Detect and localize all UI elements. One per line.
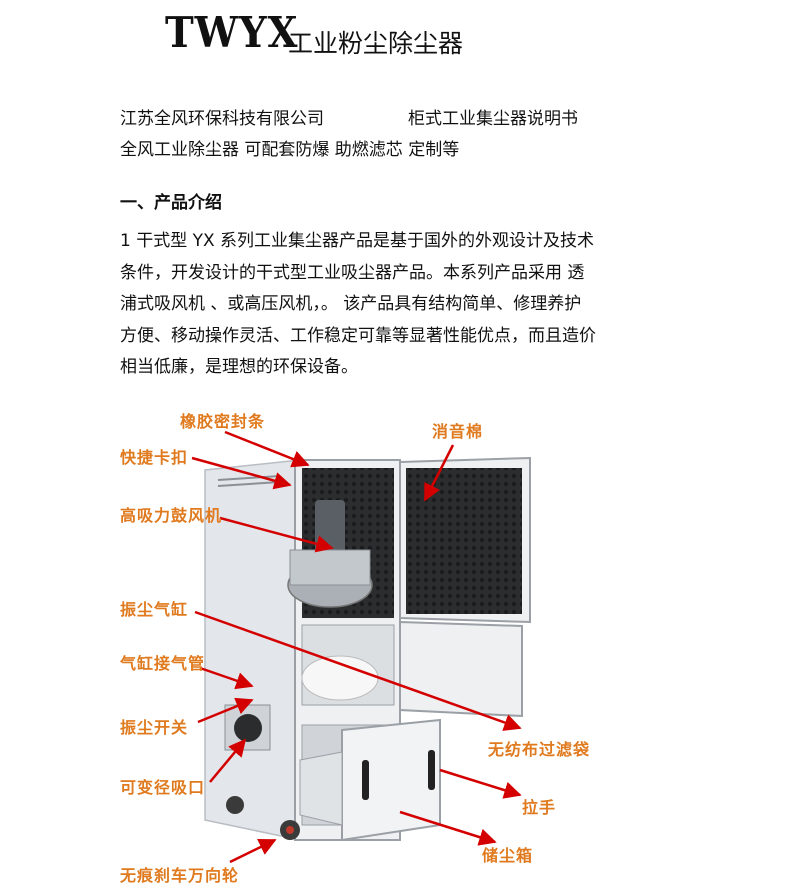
page-title: 工业粉尘除尘器 [288, 29, 464, 58]
paragraph-line: 方便、移动操作灵活、工作稳定可靠等显著性能优点，而且造价 [120, 325, 596, 346]
paragraph-line: 相当低廉，是理想的环保设备。 [120, 357, 358, 377]
cabinet-illustration [191, 430, 531, 864]
label-silencer-foam: 消音棉 [432, 422, 484, 441]
paragraph-line: 1 干式型 YX 系列工业集尘器产品是基于国外的外观设计及技术 [120, 231, 595, 251]
label-blower: 高吸力鼓风机 [120, 506, 223, 525]
label-shaker-cylinder: 振尘气缸 [120, 600, 189, 619]
label-variable-inlet: 可变径吸口 [120, 778, 206, 797]
company-name: 江苏全风环保科技有限公司 [120, 109, 324, 129]
intro-paragraph: 1 干式型 YX 系列工业集尘器产品是基于国外的外观设计及技术 条件，开发设计的… [120, 226, 685, 384]
label-cylinder-air-pipe: 气缸接气管 [120, 654, 206, 673]
label-rubber-seal: 橡胶密封条 [180, 412, 266, 431]
manual-title: 柜式工业集尘器说明书 [408, 109, 578, 129]
label-shaker-switch: 振尘开关 [120, 718, 189, 737]
label-swivel-wheel: 无痕刹车万向轮 [120, 866, 240, 885]
label-handle: 拉手 [522, 798, 557, 817]
label-filter-bag: 无纺布过滤袋 [488, 740, 591, 759]
paragraph-line: 浦式吸风机 、或高压风机，。 该产品具有结构简单、修理养护 [120, 294, 582, 314]
label-dust-bin: 储尘箱 [482, 846, 534, 865]
dust-collector-diagram: 橡胶密封条 快捷卡扣 高吸力鼓风机 振尘气缸 气缸接气管 振尘开关 可变径吸口 … [110, 400, 600, 890]
brand-logo: TWYX [165, 8, 299, 57]
paragraph-line: 条件，开发设计的干式型工业吸尘器产品。本系列产品采用 透 [120, 262, 585, 283]
section-heading: 一、产品介绍 [120, 193, 222, 213]
feature-line: 全风工业除尘器 可配套防爆 助燃滤芯 定制等 [120, 140, 460, 160]
label-quick-clip: 快捷卡扣 [120, 448, 189, 467]
